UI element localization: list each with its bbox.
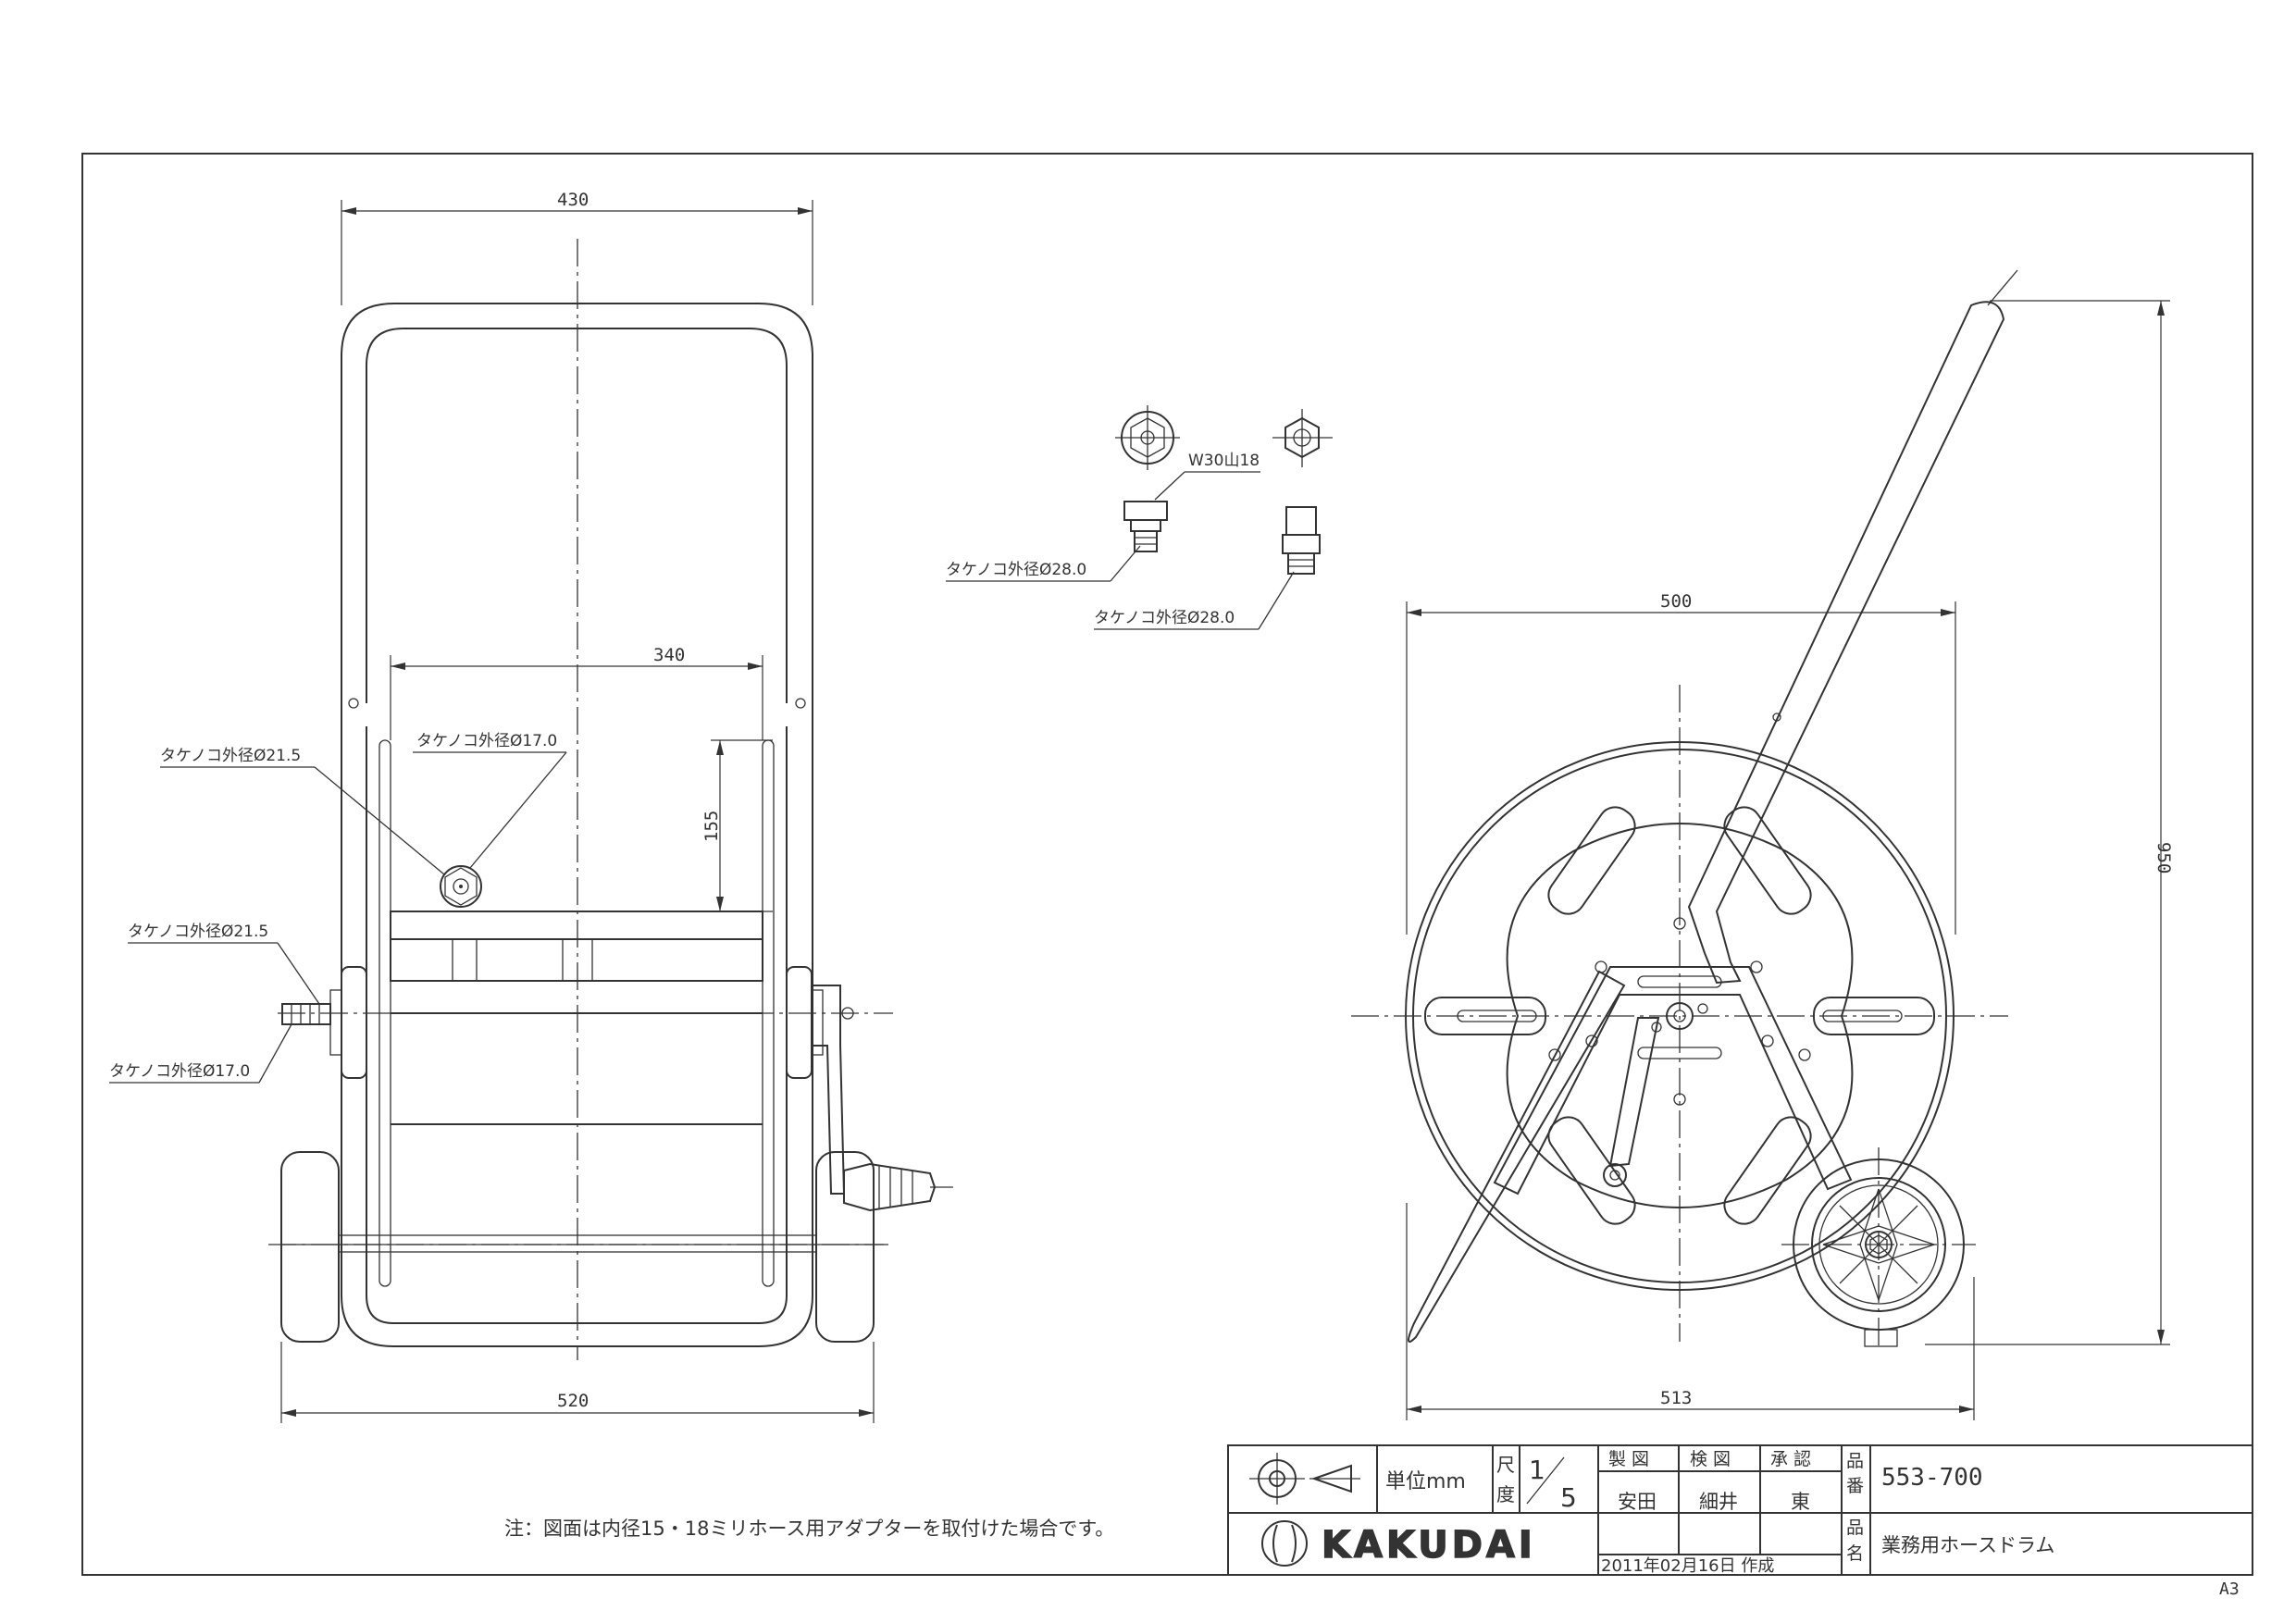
approved-by: 東 (1791, 1491, 1810, 1513)
label-adapter-right: タケノコ外径Ø28.0 (1094, 609, 1235, 627)
name-label-top: 品 (1846, 1518, 1864, 1538)
label-nozzle-top: タケノコ外径Ø17.0 (416, 732, 557, 750)
scale-num: 1 (1529, 1455, 1545, 1485)
front-view: 430 340 155 (109, 190, 953, 1423)
title-block: 単位mm 尺 度 1 5 製 図 検 図 承 認 安田 細井 東 2011年02… (1227, 1444, 2253, 1576)
dim-340: 340 (653, 645, 685, 665)
drawing-note: 注：図面は内径15・18ミリホース用アダプターを取付けた場合です。 (504, 1518, 1114, 1540)
unit-label: 単位mm (1385, 1470, 1466, 1493)
label-side-upper: タケノコ外径Ø21.5 (128, 923, 268, 941)
product-name: 業務用ホースドラム (1881, 1534, 2054, 1556)
name-label-bottom: 名 (1846, 1543, 1864, 1564)
checked-by: 細井 (1699, 1491, 1738, 1513)
label-adapter-left: タケノコ外径Ø28.0 (946, 561, 1086, 579)
company-name: KAKUDAI (1322, 1524, 1536, 1567)
kakudai-logo-icon: KAKUDAI (1261, 1520, 1536, 1567)
scale-label-top: 尺 (1496, 1454, 1515, 1476)
projection-symbol-icon (1249, 1453, 1360, 1505)
scale-den: 5 (1560, 1482, 1577, 1513)
label-leader-diag: タケノコ外径Ø21.5 (160, 747, 301, 765)
dim-950: 950 (2153, 842, 2174, 873)
dim-430: 430 (557, 190, 589, 210)
nozzle-fitting-icon (440, 865, 482, 908)
approved-header: 承 認 (1770, 1449, 1811, 1469)
dim-500: 500 (1660, 591, 1692, 612)
drawn-header: 製 図 (1608, 1449, 1649, 1469)
sheet-border (81, 153, 2253, 1576)
left-wheel (280, 1151, 340, 1343)
part-number: 553-700 (1881, 1464, 1983, 1492)
checked-header: 検 図 (1690, 1449, 1731, 1469)
date-created: 2011年02月16日 作成 (1601, 1556, 1774, 1576)
adapter-detail: W30山18 タケノコ外径Ø28.0 タケノコ外径Ø28.0 (946, 405, 1333, 630)
part-no-label-bottom: 番 (1846, 1476, 1864, 1496)
drum-outer-rim (1405, 741, 1955, 1291)
drawn-by: 安田 (1618, 1491, 1657, 1513)
part-no-label-top: 品 (1846, 1451, 1864, 1471)
thread-spec: W30山18 (1188, 452, 1260, 470)
scale-label-bottom: 度 (1496, 1483, 1515, 1505)
dim-520: 520 (557, 1391, 589, 1411)
dim-155: 155 (701, 811, 722, 842)
dim-513: 513 (1660, 1388, 1692, 1408)
label-side-lower: タケノコ外径Ø17.0 (109, 1062, 250, 1081)
sheet-size: A3 (2219, 1580, 2240, 1599)
side-view: 500 950 513 (1351, 269, 2174, 1420)
